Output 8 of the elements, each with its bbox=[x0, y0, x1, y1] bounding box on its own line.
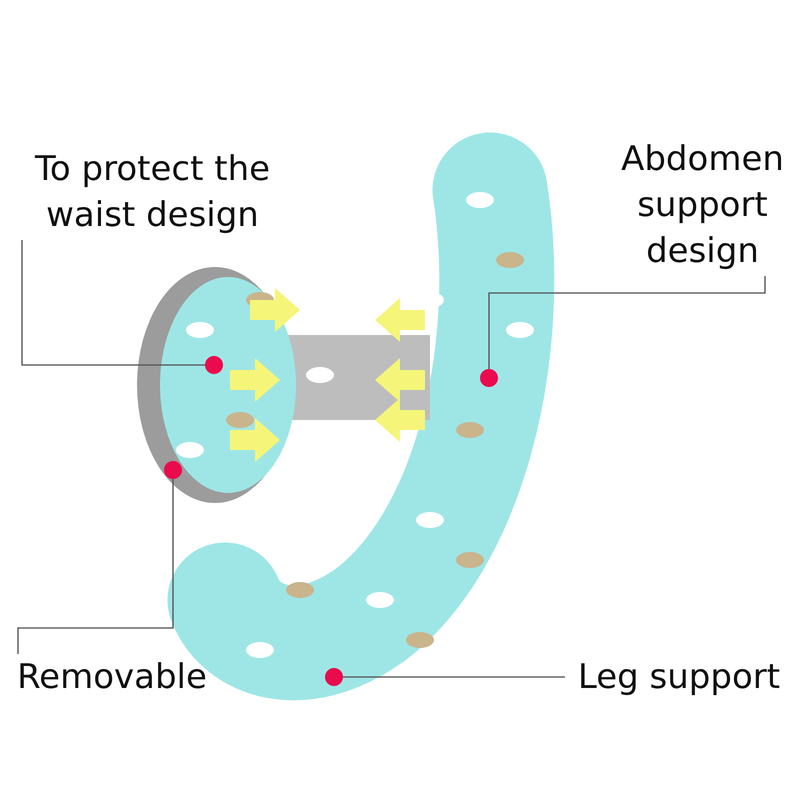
leader-line bbox=[17, 479, 174, 654]
callout-label: To protect the waist design bbox=[0, 146, 305, 238]
leader-line bbox=[343, 676, 565, 678]
leader-line bbox=[488, 276, 766, 369]
callout-label: Abdomen support design bbox=[605, 136, 800, 274]
callout-label: Removable bbox=[6, 654, 218, 700]
leader-line bbox=[21, 240, 205, 366]
callout-label: Leg support bbox=[565, 654, 793, 700]
